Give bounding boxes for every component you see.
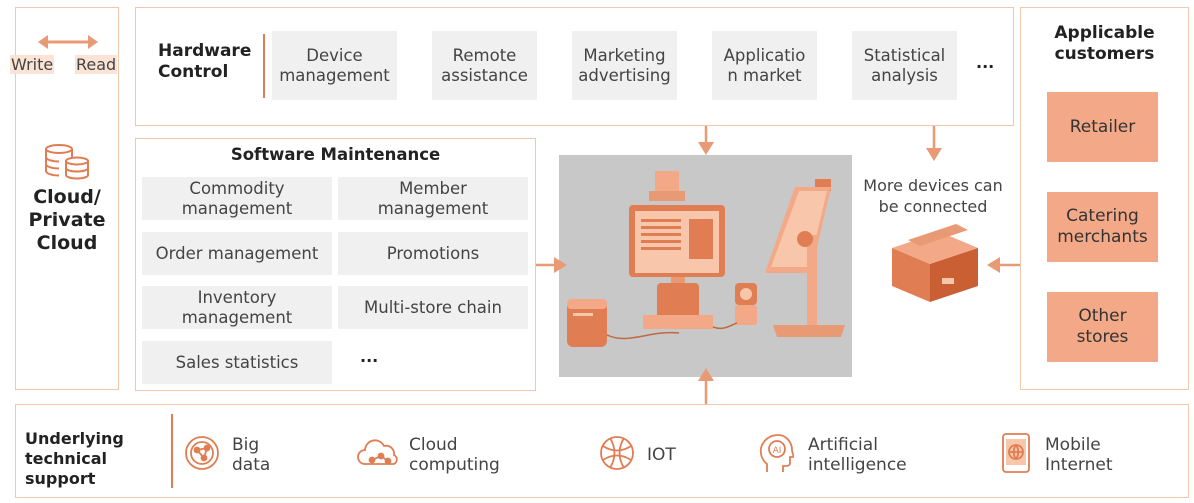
tech-cloud-computing-label: Cloud computing: [409, 435, 500, 475]
tech-big-data-label: Big data: [232, 435, 271, 475]
cloud-computing-icon: [357, 439, 398, 465]
software-item-promotions: Promotions: [338, 232, 528, 275]
box-device-icon: [892, 224, 978, 302]
printer-device-icon: [567, 299, 607, 347]
customer-other-stores: Other stores: [1047, 292, 1158, 362]
hardware-item-device-management: Device management: [272, 31, 397, 100]
software-item-sales-statistics: Sales statistics: [142, 341, 332, 384]
tech-iot-label: IOT: [647, 445, 676, 465]
hardware-item-remote-assistance: Remote assistance: [432, 31, 537, 100]
technical-support-title: Underlying technical support: [25, 429, 124, 488]
write-label: Write: [10, 55, 55, 74]
cloud-private-cloud-label: Cloud/ Private Cloud: [28, 186, 106, 254]
hardware-ellipsis: ···: [976, 57, 995, 76]
svg-text:AI: AI: [773, 446, 782, 456]
big-data-icon: [185, 436, 219, 470]
ai-icon: AI: [759, 434, 795, 472]
software-item-inventory-management: Inventory management: [142, 286, 332, 329]
pos-devices-image: [559, 155, 852, 377]
software-item-multi-store-chain: Multi-store chain: [338, 286, 528, 329]
customer-catering-merchants: Catering merchants: [1047, 192, 1158, 262]
software-item-commodity-management: Commodity management: [142, 177, 332, 220]
tech-ai-label: Artificial intelligence: [808, 435, 907, 475]
arrow-hardware-to-devices: [698, 126, 714, 155]
iot-icon: [600, 436, 634, 470]
read-label: Read: [75, 55, 118, 74]
hardware-item-application-market: Applicatio n market: [712, 31, 817, 100]
pos-terminal-icon: [629, 171, 725, 329]
more-devices-label: More devices can be connected: [863, 176, 1003, 216]
hardware-item-marketing-advertising: Marketing advertising: [572, 31, 677, 100]
arrow-hardware-to-more-devices: [926, 126, 942, 161]
arrow-customers-to-devices: [987, 257, 1020, 273]
software-item-order-management: Order management: [142, 232, 332, 275]
hardware-control-title: Hardware Control: [158, 41, 252, 82]
arrow-tech-to-devices: [698, 368, 714, 405]
mobile-internet-icon: [1002, 433, 1030, 473]
software-maintenance-title: Software Maintenance: [230, 145, 441, 164]
scanner-device-icon: [712, 283, 757, 330]
software-ellipsis: ···: [360, 351, 379, 370]
write-read-arrow-icon: [38, 35, 98, 49]
arrow-software-to-devices: [536, 257, 567, 273]
technical-support-divider: [171, 414, 173, 488]
software-item-member-management: Member management: [338, 177, 528, 220]
tech-mobile-internet-label: Mobile Internet: [1045, 435, 1113, 475]
database-icon: [45, 144, 89, 180]
customer-retailer: Retailer: [1047, 92, 1158, 162]
kiosk-device-icon: [765, 179, 845, 337]
applicable-customers-title: Applicable customers: [1054, 23, 1155, 64]
hardware-divider: [263, 34, 265, 98]
hardware-item-statistical-analysis: Statistical analysis: [852, 31, 957, 100]
